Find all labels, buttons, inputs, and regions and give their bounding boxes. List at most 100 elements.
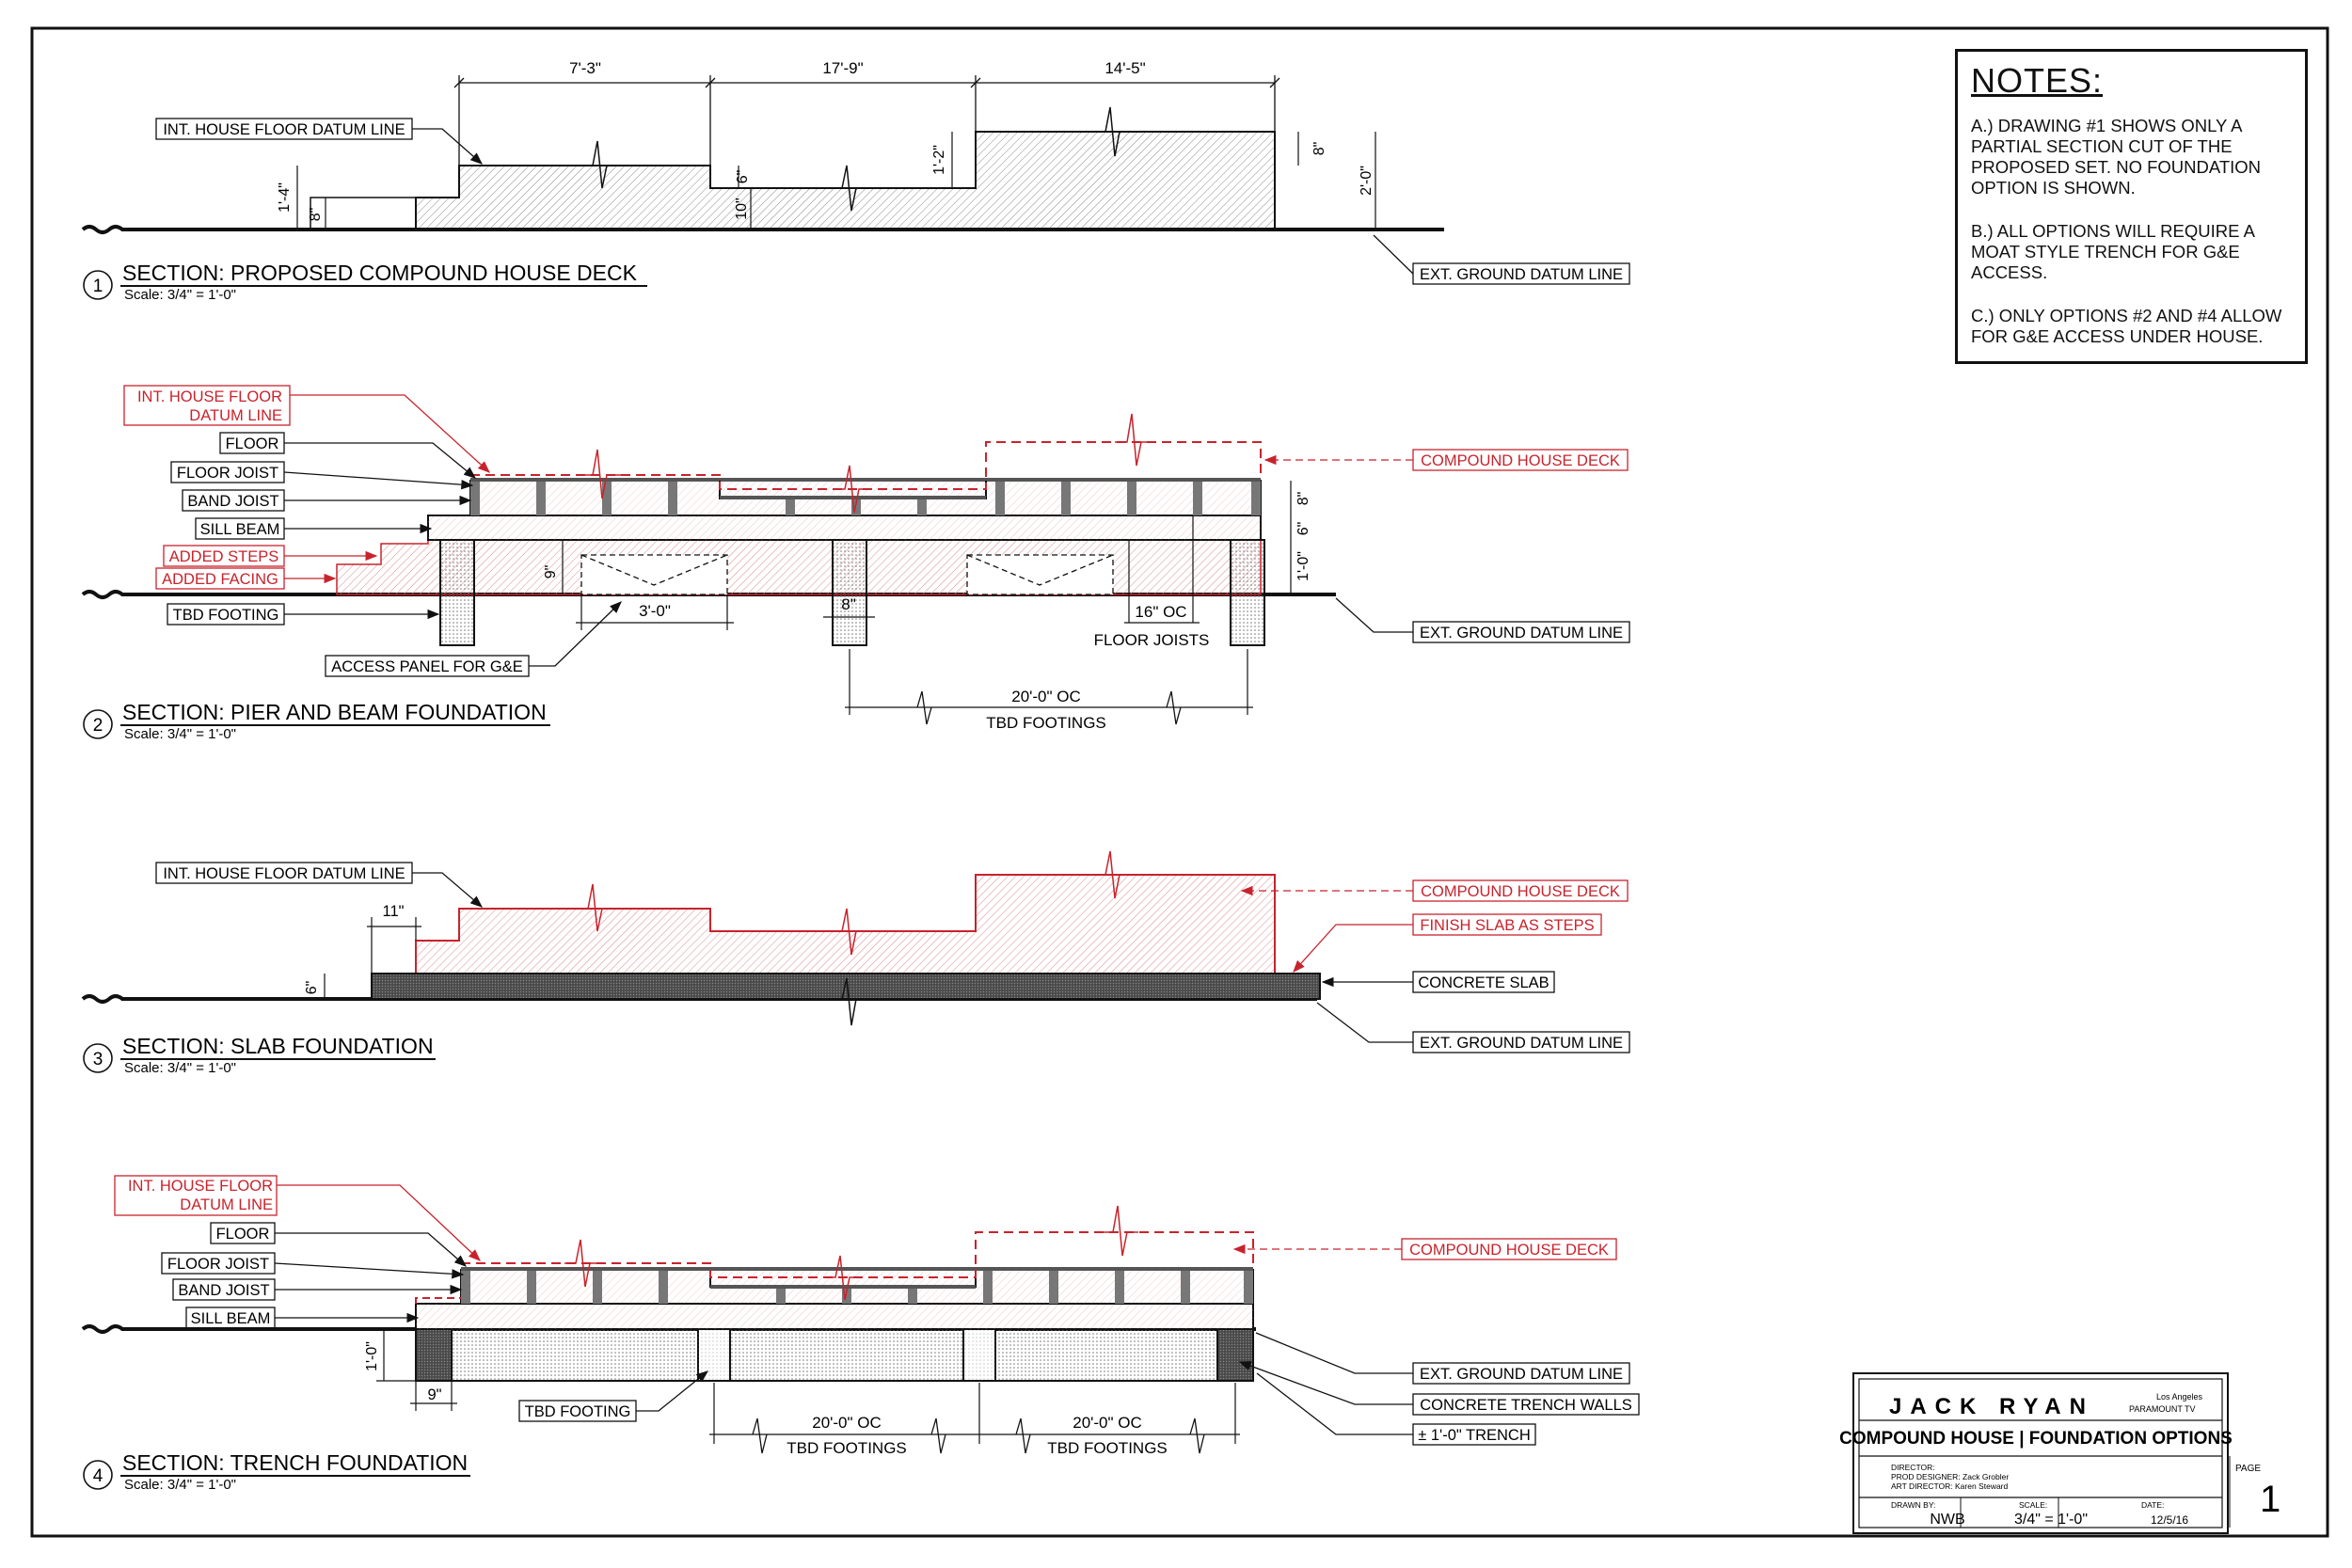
section-title-text-2: SECTION: PIER AND BEAM FOUNDATION bbox=[122, 700, 547, 724]
s2-floor-joists-label: FLOOR JOISTS bbox=[1094, 631, 1210, 649]
s1-dim-top-1: 7'-3" bbox=[569, 59, 601, 77]
s2-label-compound-deck: COMPOUND HOUSE DECK bbox=[1421, 452, 1620, 469]
s4-label-ground-datum: EXT. GROUND DATUM LINE bbox=[1420, 1366, 1623, 1383]
section-scale-3: Scale: 3/4" = 1'-0" bbox=[124, 1060, 236, 1076]
s2-label-ground-datum: EXT. GROUND DATUM LINE bbox=[1420, 625, 1623, 641]
s4-label-band-joist: BAND JOIST bbox=[178, 1282, 269, 1299]
s4-tbd-footings-a: TBD FOOTINGS bbox=[787, 1439, 907, 1457]
section-title-3: 3 SECTION: SLAB FOUNDATION Scale: 3/4" =… bbox=[83, 1034, 436, 1076]
section-1-drawing: 7'-3" 17'-9" 14'-5" 1'-4" 8" 6" 10" 1'-2… bbox=[81, 59, 1630, 285]
s1-dim-top-2: 17'-9" bbox=[822, 59, 863, 77]
s3-label-ground-datum: EXT. GROUND DATUM LINE bbox=[1420, 1035, 1623, 1052]
s1-label-ground-datum: EXT. GROUND DATUM LINE bbox=[1420, 266, 1623, 283]
s3-dim-11: 11" bbox=[383, 903, 405, 920]
tb-city: Los Angeles bbox=[2156, 1392, 2203, 1402]
s4-dim-9: 9" bbox=[427, 1386, 441, 1403]
s2-label-added-steps: ADDED STEPS bbox=[169, 548, 278, 565]
tb-prod-designer: PROD DESIGNER: Zack Grobler bbox=[1891, 1472, 2009, 1481]
s4-joists bbox=[461, 1271, 1253, 1304]
notes-title: NOTES: bbox=[1971, 61, 2104, 100]
tb-page-label: PAGE bbox=[2235, 1464, 2262, 1474]
s3-dim-6: 6" bbox=[304, 981, 320, 995]
section-title-text-1: SECTION: PROPOSED COMPOUND HOUSE DECK bbox=[122, 261, 638, 285]
s4-label-int-floor-1: INT. HOUSE FLOOR bbox=[128, 1178, 273, 1195]
s2-dim-9: 9" bbox=[543, 565, 559, 579]
s4-dim-10: 1'-0" bbox=[364, 1341, 380, 1371]
s3-label-floor-datum: INT. HOUSE FLOOR DATUM LINE bbox=[163, 865, 405, 882]
s2-label-sill-beam: SILL BEAM bbox=[200, 521, 280, 538]
section-3-drawing: 11" 6" INT. HOUSE FLOOR DATUM LINE COMPO… bbox=[81, 850, 1630, 1053]
sheet-border bbox=[30, 26, 2329, 1538]
tb-page-number: 1 bbox=[2260, 1479, 2281, 1520]
section-scale-1: Scale: 3/4" = 1'-0" bbox=[124, 287, 236, 303]
s2-dim-3ft: 3'-0" bbox=[639, 602, 671, 620]
tb-art-director: ART DIRECTOR: Karen Steward bbox=[1891, 1481, 2009, 1491]
s2-dim-v-8: 8" bbox=[1295, 492, 1311, 506]
tb-scale: 3/4" = 1'-0" bbox=[2014, 1512, 2088, 1528]
section-scale-4: Scale: 3/4" = 1'-0" bbox=[124, 1477, 236, 1493]
tb-studio: PARAMOUNT TV bbox=[2129, 1404, 2196, 1414]
s2-label-floor: FLOOR bbox=[226, 436, 279, 452]
s4-tbd-footings-b: TBD FOOTINGS bbox=[1047, 1439, 1168, 1457]
section-2-drawing: 9" 3'-0" 8" 16" OC FLOOR JOISTS 20'-0" O… bbox=[81, 385, 1630, 732]
s2-label-tbd-footing: TBD FOOTING bbox=[173, 607, 279, 624]
s4-label-floor-joist: FLOOR JOIST bbox=[167, 1256, 269, 1273]
s4-dim-20oc-a: 20'-0" OC bbox=[812, 1414, 882, 1432]
s2-label-int-floor-2: DATUM LINE bbox=[189, 407, 282, 424]
section-4-drawing: 1'-0" 9" 20'-0" OC TBD FOOTINGS 20'-0" O… bbox=[81, 1175, 1640, 1457]
s2-label-floor-joist: FLOOR JOIST bbox=[177, 465, 278, 482]
s1-dim-v-7: 2'-0" bbox=[1359, 166, 1375, 196]
tb-date: 12/5/16 bbox=[2151, 1513, 2188, 1527]
tb-date-label: DATE: bbox=[2141, 1500, 2164, 1510]
section-number-4: 4 bbox=[93, 1466, 103, 1486]
s2-label-int-floor-1: INT. HOUSE FLOOR bbox=[137, 388, 282, 405]
s2-label-band-joist: BAND JOIST bbox=[187, 493, 278, 510]
note-a: A.) DRAWING #1 SHOWS ONLY A PARTIAL SECT… bbox=[1971, 116, 2262, 198]
section-title-text-3: SECTION: SLAB FOUNDATION bbox=[122, 1034, 434, 1058]
s1-dim-v-3: 6" bbox=[735, 170, 751, 184]
s2-dim-20oc: 20'-0" OC bbox=[1011, 688, 1081, 705]
section-title-2: 2 SECTION: PIER AND BEAM FOUNDATION Scal… bbox=[83, 700, 550, 742]
section-number-1: 1 bbox=[93, 277, 103, 296]
section-number-3: 3 bbox=[93, 1050, 103, 1069]
s4-label-compound-deck: COMPOUND HOUSE DECK bbox=[1409, 1242, 1609, 1259]
s3-label-compound-deck: COMPOUND HOUSE DECK bbox=[1421, 883, 1620, 900]
s1-label-floor-datum: INT. HOUSE FLOOR DATUM LINE bbox=[163, 121, 405, 138]
s3-label-finish-slab: FINISH SLAB AS STEPS bbox=[1420, 917, 1594, 934]
s2-joists bbox=[470, 482, 1261, 515]
section-title-1: 1 SECTION: PROPOSED COMPOUND HOUSE DECK … bbox=[83, 261, 647, 303]
tb-director-label: DIRECTOR: bbox=[1891, 1463, 1935, 1472]
s4-label-tbd-footing: TBD FOOTING bbox=[525, 1403, 631, 1420]
section-title-text-4: SECTION: TRENCH FOUNDATION bbox=[122, 1450, 468, 1475]
s4-label-floor: FLOOR bbox=[216, 1226, 270, 1243]
s4-dim-20oc-b: 20'-0" OC bbox=[1073, 1414, 1142, 1432]
s3-label-concrete-slab: CONCRETE SLAB bbox=[1418, 974, 1549, 991]
tb-drawn-by: NWB bbox=[1930, 1512, 1964, 1528]
tb-scale-label: SCALE: bbox=[2019, 1500, 2047, 1510]
s2-dim-16oc: 16" OC bbox=[1135, 603, 1186, 621]
title-block: JACK RYAN Los Angeles PARAMOUNT TV COMPO… bbox=[1839, 1372, 2233, 1534]
s4-label-trench: ± 1'-0" TRENCH bbox=[1418, 1427, 1531, 1444]
s1-dim-v-1: 1'-4" bbox=[277, 182, 293, 213]
s4-label-sill-beam: SILL BEAM bbox=[191, 1310, 271, 1327]
s2-label-added-facing: ADDED FACING bbox=[162, 571, 278, 588]
s1-dim-top-3: 14'-5" bbox=[1104, 59, 1145, 77]
s2-dim-8in: 8" bbox=[841, 595, 856, 613]
tb-drawing-title: COMPOUND HOUSE | FOUNDATION OPTIONS bbox=[1839, 1429, 2233, 1449]
s1-dim-v-6: 8" bbox=[1311, 142, 1327, 156]
tb-show-title: JACK RYAN bbox=[1889, 1394, 2094, 1419]
section-title-4: 4 SECTION: TRENCH FOUNDATION Scale: 3/4"… bbox=[83, 1450, 470, 1493]
s1-dim-v-2: 8" bbox=[308, 208, 324, 222]
s2-dim-v-10: 1'-0" bbox=[1295, 551, 1311, 581]
notes-box: NOTES: A.) DRAWING #1 SHOWS ONLY A PARTI… bbox=[1955, 49, 2308, 364]
s4-label-trench-walls: CONCRETE TRENCH WALLS bbox=[1420, 1397, 1632, 1414]
note-c: C.) ONLY OPTIONS #2 AND #4 ALLOW FOR G&E… bbox=[1971, 306, 2282, 346]
tb-drawn-by-label: DRAWN BY: bbox=[1891, 1500, 1935, 1510]
s1-dim-v-4: 10" bbox=[734, 198, 750, 219]
s4-label-int-floor-2: DATUM LINE bbox=[180, 1196, 273, 1213]
section-number-2: 2 bbox=[93, 716, 103, 736]
s2-label-access-panel: ACCESS PANEL FOR G&E bbox=[331, 658, 523, 675]
note-b: B.) ALL OPTIONS WILL REQUIRE A MOAT STYL… bbox=[1971, 221, 2254, 282]
s2-dim-v-6: 6" bbox=[1295, 522, 1311, 536]
